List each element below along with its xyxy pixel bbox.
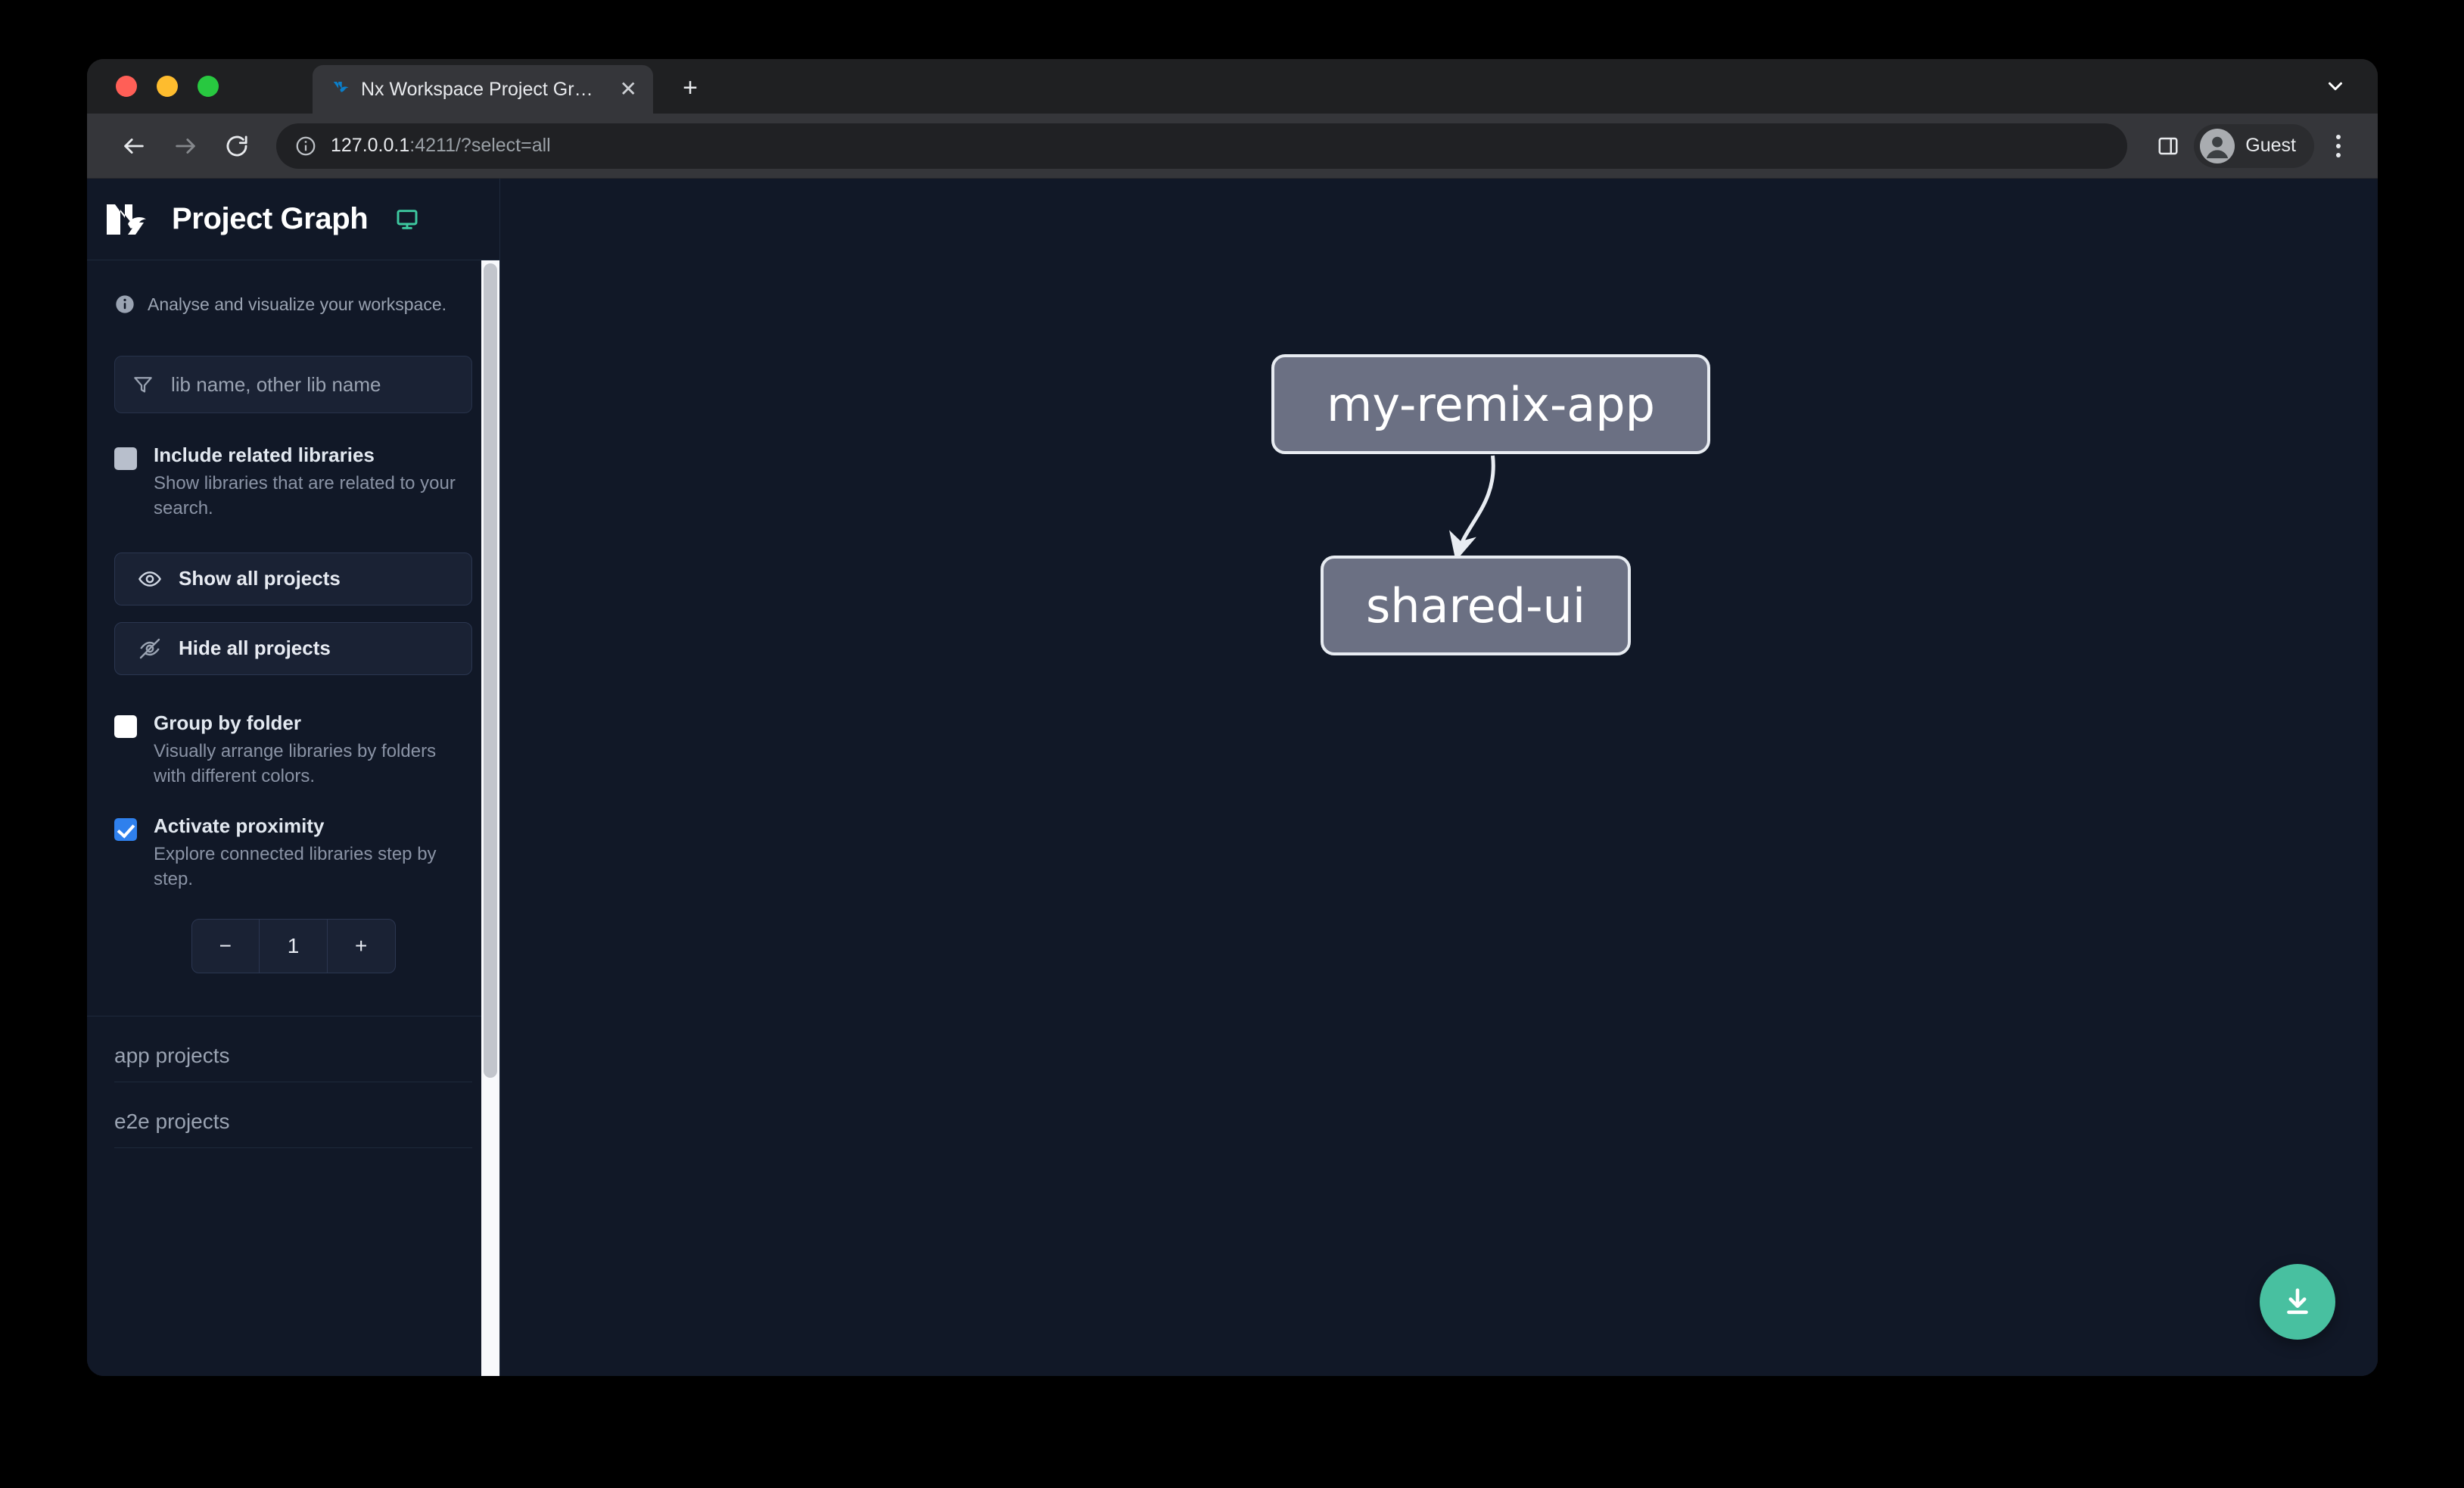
hide-all-projects-button[interactable]: Hide all projects	[114, 621, 472, 675]
proximity-stepper: − 1 +	[191, 918, 396, 973]
project-section-app-projects[interactable]: app projects	[114, 1016, 472, 1082]
page-title: Project Graph	[172, 202, 369, 235]
workspace-info-text: Analyse and visualize your workspace.	[148, 294, 447, 314]
side-panel-icon[interactable]	[2147, 125, 2189, 167]
sidebar: Project Graph Analy	[87, 179, 500, 1376]
address-bar-host: 127.0.0.1	[331, 135, 410, 156]
option-include-related-libraries: Include related libraries Show libraries…	[87, 413, 499, 521]
group-by-folder-checkbox[interactable]	[114, 714, 137, 738]
close-icon[interactable]: ✕	[619, 77, 637, 101]
option-label: Include related libraries	[154, 444, 375, 466]
search-input[interactable]: lib name, other lib name	[114, 356, 472, 413]
close-window-button[interactable]	[116, 76, 137, 97]
browser-tab-strip: Nx Workspace Project Graph ✕ +	[87, 59, 2378, 114]
maximize-window-button[interactable]	[198, 76, 219, 97]
option-label: Activate proximity	[154, 814, 325, 837]
kebab-menu-icon[interactable]	[2319, 124, 2358, 168]
include-related-libraries-checkbox[interactable]	[114, 447, 137, 470]
option-label: Group by folder	[154, 711, 301, 734]
arrow-right-icon[interactable]	[163, 123, 208, 169]
proximity-decrement-button[interactable]: −	[192, 919, 260, 973]
show-all-projects-label: Show all projects	[179, 567, 341, 590]
arrow-left-icon[interactable]	[111, 123, 157, 169]
profile-name: Guest	[2245, 135, 2296, 156]
search-input-placeholder: lib name, other lib name	[171, 372, 381, 396]
hide-all-projects-label: Hide all projects	[179, 637, 331, 660]
proximity-value: 1	[260, 919, 328, 973]
graph-node-my-remix-app[interactable]: my-remix-app	[1271, 354, 1710, 454]
show-all-projects-button[interactable]: Show all projects	[114, 552, 472, 605]
window-traffic-lights	[116, 76, 219, 97]
sidebar-scrollbar[interactable]	[481, 260, 499, 1376]
option-activate-proximity: Activate proximity Explore connected lib…	[87, 789, 499, 973]
browser-tab-title: Nx Workspace Project Graph	[361, 78, 604, 100]
project-section-e2e-projects[interactable]: e2e projects	[114, 1082, 472, 1148]
proximity-increment-button[interactable]: +	[355, 933, 368, 957]
download-icon	[2280, 1284, 2315, 1319]
sidebar-scroll-area: Analyse and visualize your workspace. li…	[87, 260, 499, 1376]
activate-proximity-checkbox[interactable]	[114, 817, 137, 841]
plus-icon[interactable]: +	[683, 73, 698, 102]
sidebar-scrollbar-thumb[interactable]	[484, 263, 497, 1078]
option-description: Explore connected libraries step by step…	[154, 844, 437, 889]
address-bar-path: :4211/?select=all	[409, 135, 551, 156]
address-bar-url: 127.0.0.1:4211/?select=all	[331, 135, 551, 157]
project-graph-canvas[interactable]: my-remix-app shared-ui	[500, 179, 2378, 1376]
account-avatar-icon	[2200, 128, 2235, 163]
profile-chip[interactable]: Guest	[2194, 123, 2314, 168]
nx-logo-icon	[105, 201, 152, 238]
browser-toolbar: 127.0.0.1:4211/?select=all Guest	[87, 114, 2378, 179]
option-group-by-folder: Group by folder Visually arrange librari…	[87, 675, 499, 789]
project-sections: app projects e2e projects	[87, 1016, 499, 1148]
download-graph-button[interactable]	[2260, 1264, 2335, 1340]
browser-window: Nx Workspace Project Graph ✕ +	[87, 59, 2378, 1376]
browser-tab[interactable]: Nx Workspace Project Graph ✕	[313, 65, 653, 114]
option-description: Show libraries that are related to your …	[154, 473, 456, 518]
toolbar-actions: Guest	[2147, 123, 2358, 168]
eye-off-icon	[138, 637, 162, 661]
eye-icon	[138, 567, 162, 591]
page-content: Project Graph Analy	[87, 179, 2378, 1376]
graph-edge-my-remix-app-to-shared-ui	[1449, 455, 1495, 562]
graph-node-shared-ui[interactable]: shared-ui	[1321, 556, 1631, 655]
workspace-info: Analyse and visualize your workspace.	[87, 260, 499, 315]
sidebar-header: Project Graph	[87, 179, 499, 260]
option-description: Visually arrange libraries by folders wi…	[154, 741, 437, 786]
nx-favicon-icon	[328, 78, 350, 101]
info-circle-icon[interactable]	[294, 135, 317, 157]
info-icon	[114, 294, 135, 315]
chevron-down-icon[interactable]	[2319, 70, 2352, 103]
address-bar[interactable]: 127.0.0.1:4211/?select=all	[276, 123, 2128, 169]
monitor-icon[interactable]	[395, 207, 419, 232]
minimize-window-button[interactable]	[157, 76, 178, 97]
visibility-buttons: Show all projects Hide all projects	[87, 521, 499, 675]
graph-node-label: my-remix-app	[1326, 376, 1656, 432]
filter-funnel-icon	[132, 373, 154, 396]
reload-icon[interactable]	[214, 123, 260, 169]
graph-node-label: shared-ui	[1365, 577, 1586, 633]
